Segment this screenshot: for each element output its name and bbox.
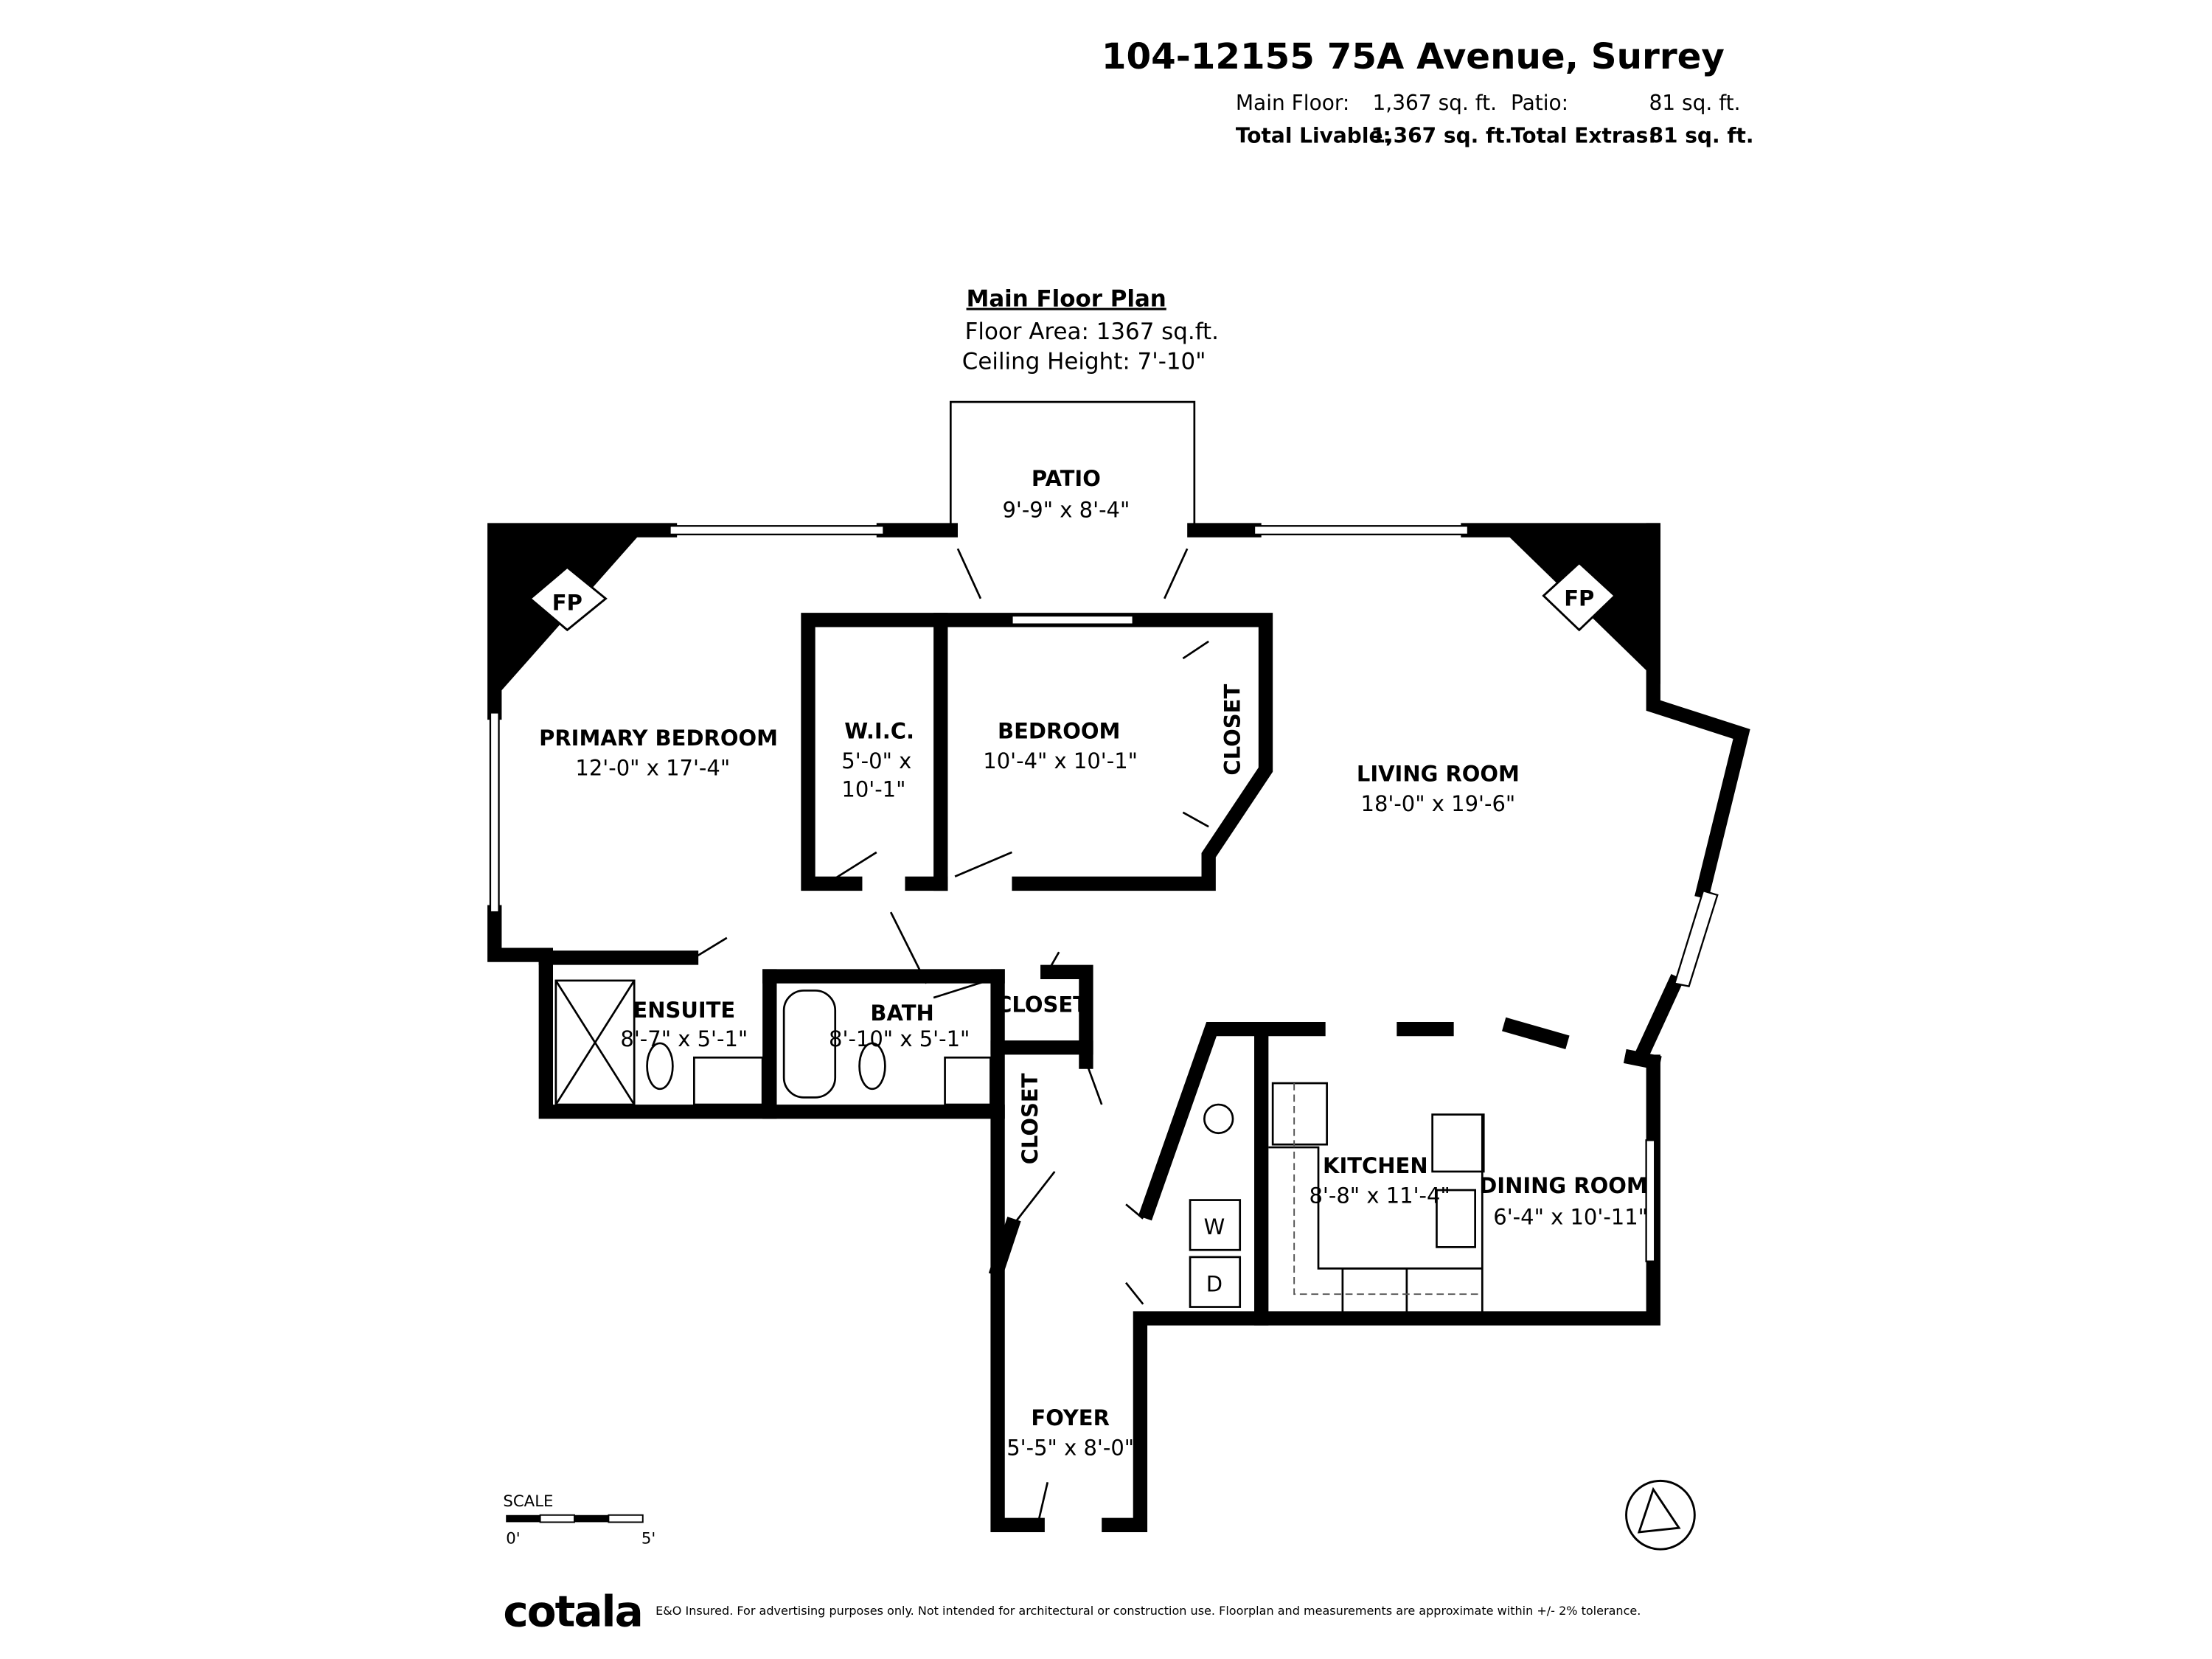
stove-icon [1341,1267,1408,1317]
ceiling-height: Ceiling Height: 7'-10" [962,349,1206,375]
bedroom-dims: 10'-4" x 10'-1" [983,748,1138,773]
bath-dims: 8'-10" x 5'-1" [829,1026,970,1051]
total-extras-label: Total Extras: [1511,123,1657,147]
living-room-name: LIVING ROOM [1357,761,1520,786]
fixtures: W D [554,979,1485,1319]
total-livable-value: 1,367 sq. ft. [1371,123,1513,147]
fridge-icon [1271,1082,1328,1146]
primary-bedroom-dims: 12'-0" x 17'-4" [575,756,730,781]
hall-closet-label: CLOSET [996,992,1088,1017]
dishwasher-icon [1431,1113,1485,1173]
total-extras-value: 81 sq. ft. [1649,123,1753,147]
svg-text:FP: FP [552,590,582,615]
walls [487,400,1750,1532]
washer-icon [1189,1199,1242,1251]
bedroom-name: BEDROOM [998,718,1120,743]
patio-label: Patio: [1511,91,1568,115]
kitchen-sink-icon [1436,1189,1476,1248]
header: 104-12155 75A Avenue, Surrey Main Floor:… [1102,36,1754,148]
sink-icon [693,1056,764,1106]
total-livable-label: Total Livable: [1236,123,1391,147]
patio-name: PATIO [1032,466,1101,491]
svg-text:SCALE: SCALE [503,1492,553,1511]
fireplace-living: FP [1542,561,1617,632]
cotala-logo: cotala [503,1587,641,1637]
toilet-icon [858,1042,886,1091]
doors [693,548,1209,1526]
living-room-dims: 18'-0" x 19'-6" [1361,791,1516,816]
patio-value: 81 sq. ft. [1649,91,1740,115]
svg-text:0': 0' [506,1529,520,1548]
patio-outline [949,400,1196,531]
dining-room-name: DINING ROOM [1479,1173,1647,1198]
patio-dims: 9'-9" x 8'-4" [1002,498,1130,523]
dryer-icon [1189,1256,1242,1308]
foyer-closet-label: CLOSET [1018,1073,1043,1164]
north-arrow-icon [1625,1479,1696,1551]
main-floor-label: Main Floor: [1236,91,1349,115]
foyer-dims: 5'-5" x 8'-0" [1006,1436,1134,1461]
address-title: 104-12155 75A Avenue, Surrey [1102,36,1725,77]
svg-text:W: W [1204,1214,1225,1239]
floor-area: Floor Area: 1367 sq.ft. [965,319,1219,345]
primary-bedroom-name: PRIMARY BEDROOM [539,726,778,751]
sink-icon [944,1056,992,1106]
ensuite-name: ENSUITE [633,998,735,1023]
shower-icon [554,979,636,1106]
ensuite-dims: 8'-7" x 5'-1" [620,1026,748,1051]
fireplace-primary: FP [528,566,608,632]
dining-room-dims: 6'-4" x 10'-11" [1493,1204,1648,1229]
wic-dims-2: 10'-1" [841,777,905,802]
svg-text:FP: FP [1564,586,1594,611]
kitchen-name: KITCHEN [1323,1153,1428,1178]
toilet-icon [646,1042,674,1091]
kitchen-dims: 8'-8" x 11'-4" [1309,1183,1450,1208]
main-floor-value: 1,367 sq. ft. [1372,91,1497,115]
windows [489,525,1719,1262]
foyer-name: FOYER [1031,1405,1110,1430]
svg-text:D: D [1206,1271,1222,1296]
water-heater-icon [1203,1103,1234,1135]
bedroom-closet-label: CLOSET [1220,684,1245,776]
bath-name: BATH [870,1001,933,1026]
plan-title: Main Floor Plan [967,286,1166,313]
svg-text:5': 5' [641,1529,655,1548]
wic-name: W.I.C. [844,718,914,743]
wic-dims-1: 5'-0" x [841,748,911,773]
room-labels: PATIO 9'-9" x 8'-4" PRIMARY BEDROOM 12'-… [539,466,1648,1460]
scale-bar: SCALE 0' 5' [503,1492,655,1548]
bathtub-icon [782,990,837,1099]
disclaimer: E&O Insured. For advertising purposes on… [655,1604,1641,1618]
